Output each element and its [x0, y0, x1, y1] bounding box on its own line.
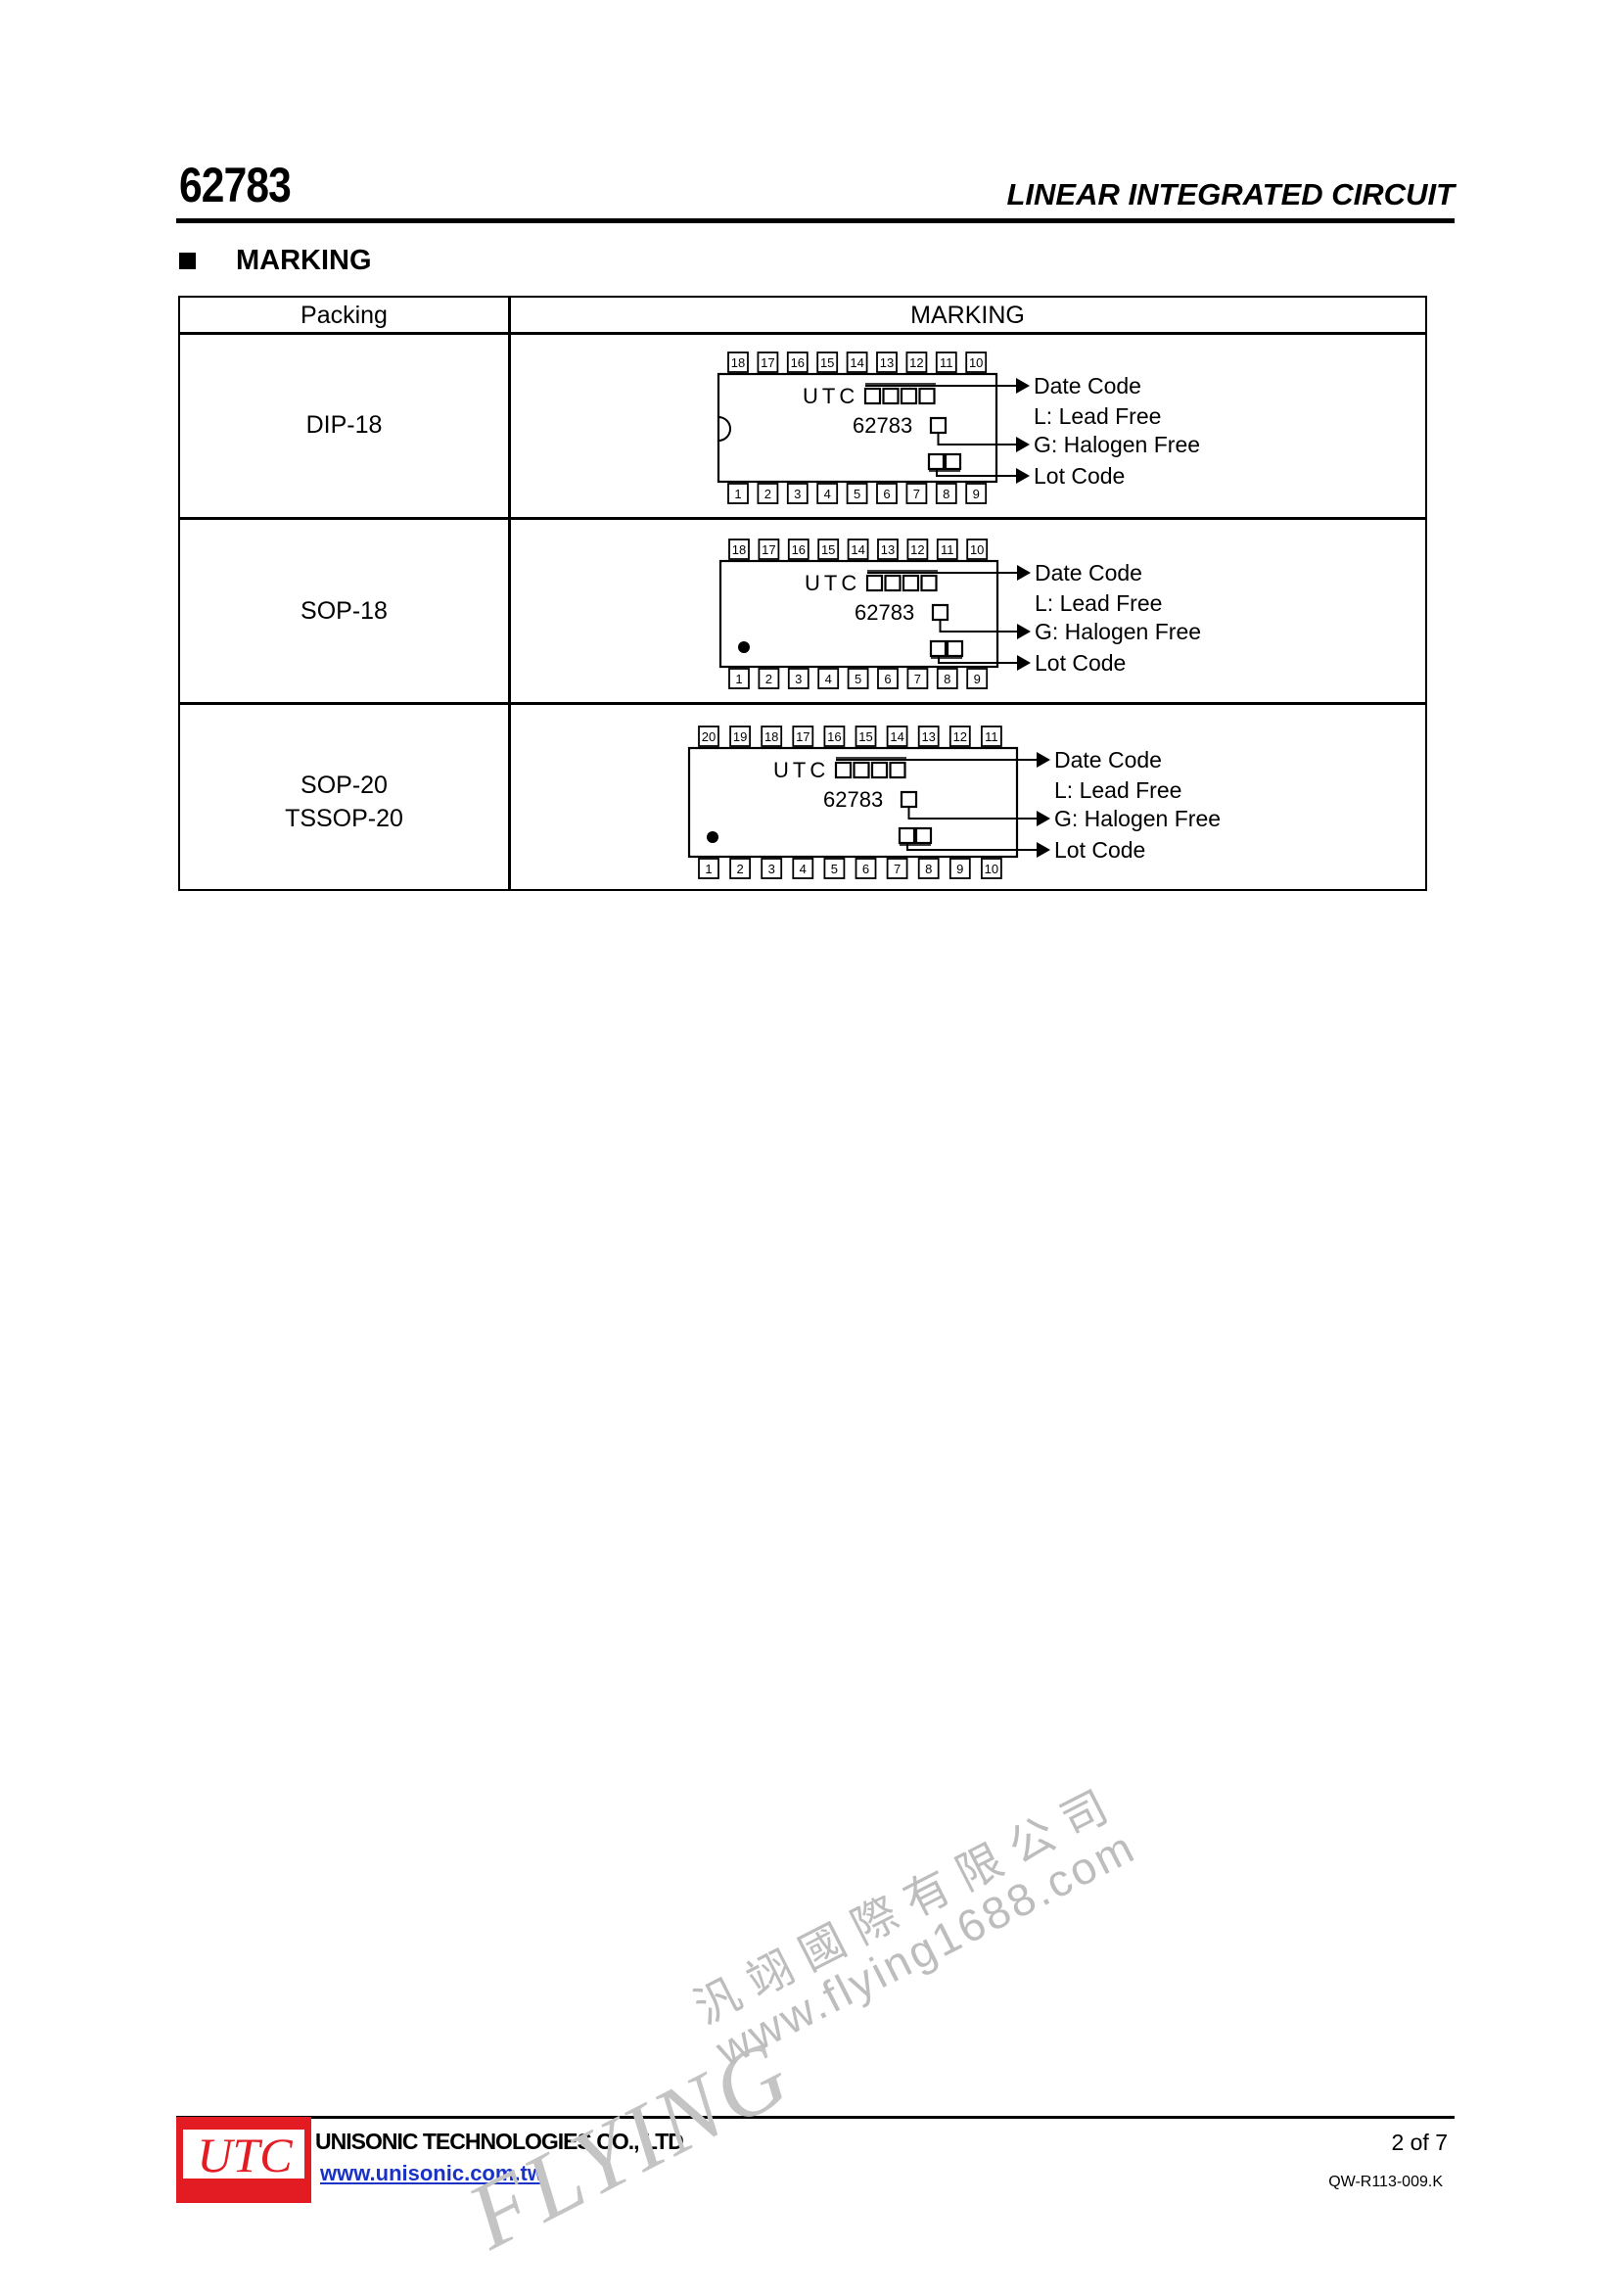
packing-cell: TSSOP-20	[285, 805, 403, 832]
packing-cell: DIP-18	[305, 411, 383, 439]
column-divider	[508, 298, 511, 889]
row-divider	[180, 517, 1425, 520]
footer-rule	[176, 2116, 1455, 2119]
column-header-marking: MARKING	[910, 302, 1025, 329]
watermark: FLYING 汎翊國際有限公司 www.flying1688.com	[411, 1695, 1298, 2296]
section-bullet-icon	[179, 253, 196, 269]
header-rule	[176, 218, 1455, 223]
section-title: MARKING	[236, 245, 372, 276]
row-divider	[180, 702, 1425, 705]
part-number: 62783	[179, 158, 292, 212]
column-header-packing: Packing	[301, 302, 388, 329]
packing-cell: SOP-18	[301, 597, 388, 625]
packing-cell: SOP-20	[301, 772, 388, 799]
company-name: UNISONIC TECHNOLOGIES CO., LTD	[315, 2129, 684, 2154]
document-code: QW-R113-009.K	[1328, 2174, 1443, 2190]
utc-logo-text: UTC	[197, 2128, 293, 2182]
company-url-link[interactable]: www.unisonic.com.tw	[320, 2161, 544, 2185]
header-row-divider	[180, 332, 1425, 335]
page-number: 2 of 7	[1391, 2130, 1448, 2155]
header-category: LINEAR INTEGRATED CIRCUIT	[1006, 177, 1455, 211]
utc-logo: UTC	[176, 2117, 311, 2203]
marking-table: Packing MARKING DIP-18 SOP-18 SOP-20 TSS…	[178, 296, 1427, 891]
